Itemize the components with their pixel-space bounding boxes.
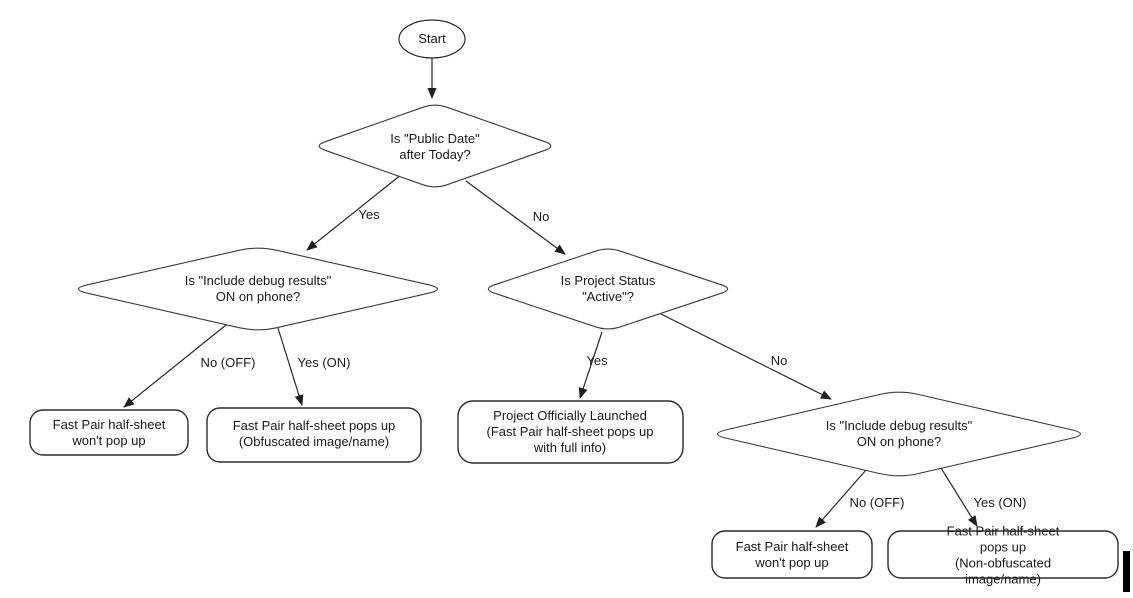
result-wont-popup-right-shape: [711, 530, 873, 579]
decision-public-date-shape: [318, 104, 552, 188]
result-non-obfuscated-shape: [887, 530, 1119, 579]
edge-public-date-yes: [306, 169, 408, 251]
edge-label-left-no-off: No (OFF): [200, 355, 256, 371]
edge-label-mid-yes: Yes: [586, 353, 608, 369]
result-wont-popup-left-label: Fast Pair half-sheet won't pop up: [52, 417, 166, 448]
edge-debug-left-no-off: [123, 324, 227, 408]
edge-project-status-yes: [578, 331, 603, 399]
decision-debug-left-shape: [77, 247, 439, 331]
edge-label-top-no: No: [532, 209, 550, 225]
result-obfuscated-shape: [206, 407, 422, 463]
edge-debug-right-yes-on: [940, 467, 978, 527]
edge-debug-left-yes-on: [277, 327, 304, 406]
text-cursor-artifact: [1123, 551, 1130, 592]
edge-label-right-no-off: No (OFF): [849, 495, 905, 511]
edge-public-date-no: [465, 180, 566, 255]
edge-label-right-yes-on: Yes (ON): [973, 495, 1027, 511]
decision-debug-left-label: Is "Include debug results" ON on phone?: [184, 273, 332, 304]
edge-debug-right-no-off: [815, 469, 867, 528]
edge-project-status-no: [660, 313, 832, 400]
decision-public-date-label: Is "Public Date" after Today?: [390, 131, 480, 162]
start-terminator-shape: [398, 19, 466, 59]
edge-label-top-yes: Yes: [358, 207, 380, 223]
decision-debug-right-label: Is "Include debug results" ON on phone?: [825, 418, 973, 449]
decision-debug-right-shape: [717, 391, 1082, 477]
edge-label-left-yes-on: Yes (ON): [297, 355, 351, 371]
decision-project-status-shape: [487, 248, 729, 330]
start-label: Start: [418, 31, 446, 47]
decision-project-status-label: Is Project Status "Active"?: [560, 273, 656, 304]
result-launched-label: Project Officially Launched (Fast Pair h…: [486, 408, 654, 455]
result-wont-popup-right-label: Fast Pair half-sheet won't pop up: [735, 539, 849, 570]
result-obfuscated-label: Fast Pair half-sheet pops up (Obfuscated…: [232, 418, 396, 449]
result-non-obfuscated-label: Fast Pair half-sheet pops up (Non-obfusc…: [946, 523, 1060, 586]
result-wont-popup-left-shape: [29, 409, 189, 456]
edge-label-mid-no: No: [770, 353, 788, 369]
result-launched-shape: [457, 400, 684, 464]
